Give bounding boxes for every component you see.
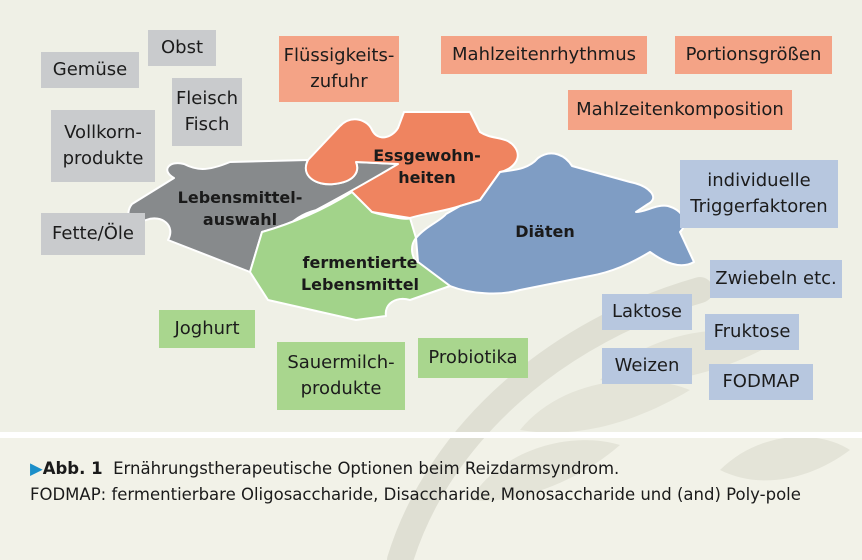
option-box-fluessigkeitszufuhr: Flüssigkeits- zufuhr — [279, 36, 399, 102]
option-box-vollkornprodukte: Vollkorn- produkte — [51, 110, 155, 182]
figure-caption: ▶Abb. 1 Ernährungstherapeutische Optione… — [30, 456, 840, 508]
caption-label: Abb. 1 — [42, 459, 103, 478]
option-box-fruktose: Fruktose — [705, 314, 799, 350]
piece-label-diaeten: Diäten — [515, 222, 575, 241]
option-box-fleisch-fisch: Fleisch Fisch — [172, 78, 242, 146]
option-box-gemuese: Gemüse — [41, 52, 139, 88]
option-box-laktose: Laktose — [602, 294, 692, 330]
option-box-obst: Obst — [148, 30, 216, 66]
option-box-mahlzeitenrhythmus: Mahlzeitenrhythmus — [441, 36, 647, 74]
caption-note: FODMAP: fermentierbare Oligosaccharide, … — [30, 485, 801, 504]
caption-marker-icon: ▶ — [30, 459, 43, 478]
caption-title: Ernährungstherapeutische Optionen beim R… — [113, 459, 620, 478]
option-box-fette-oele: Fette/Öle — [41, 213, 145, 255]
option-box-weizen: Weizen — [602, 348, 692, 384]
puzzle-diagram — [127, 111, 695, 321]
option-box-zwiebeln: Zwiebeln etc. — [710, 260, 842, 298]
piece-label-fermentierte-lebensmittel: fermentierte Lebensmittel — [300, 253, 420, 294]
piece-label-essgewohnheiten: Essgewohn- heiten — [373, 146, 481, 187]
piece-label-lebensmittelauswahl: Lebensmittel- auswahl — [177, 188, 303, 229]
option-box-probiotika: Probiotika — [418, 338, 528, 378]
puzzle-piece-fermentierte-lebensmittel — [249, 191, 451, 321]
option-box-mahlzeitenkomposition: Mahlzeitenkomposition — [568, 90, 792, 130]
option-box-portionsgroessen: Portionsgrößen — [675, 36, 832, 74]
caption-divider — [0, 432, 862, 438]
option-box-joghurt: Joghurt — [159, 310, 255, 348]
option-box-triggerfaktoren: individuelle Triggerfaktoren — [680, 160, 838, 228]
option-box-fodmap: FODMAP — [709, 364, 813, 400]
option-box-sauermilchprodukte: Sauermilch- produkte — [277, 342, 405, 410]
